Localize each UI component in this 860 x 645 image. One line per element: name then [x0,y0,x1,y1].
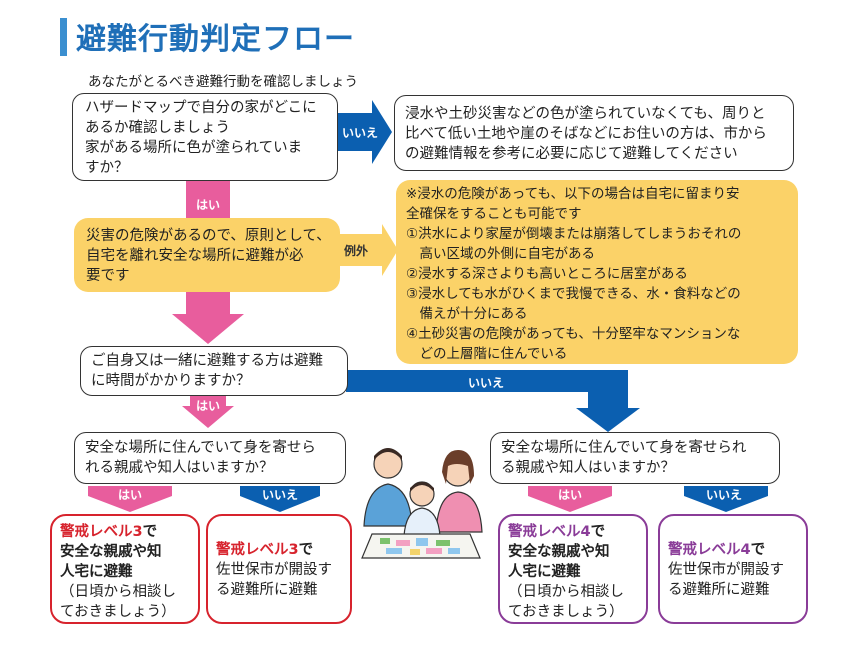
q2-yes-arrow [182,392,234,428]
left-yes-arrow [88,486,172,512]
title-accent-bar [60,18,67,56]
q3-left-relatives-box: 安全な場所に住んでいて身を寄せられる親戚や知人はいますか？ [74,432,346,484]
q1-yes-label: はい [186,197,230,213]
q3-right-relatives-box: 安全な場所に住んでいて身を寄せられる親戚や知人はいますか？ [490,432,780,484]
q2-time-needed-box: ご自身又は一緒に避難する方は避難に時間がかかりますか？ [80,346,348,396]
right-no-arrow [684,486,768,512]
left-no-label: いいえ [262,488,299,502]
q2-no-arrow [346,370,640,432]
result-level3-relatives: 警戒レベル3で 安全な親戚や知 人宅に避難 （日頃から相談し ておきましょう） [50,514,200,624]
q1-hazard-map-box: ハザードマップで自分の家がどこにあるか確認しましょう家がある場所に色が塗られてい… [72,93,338,181]
right-no-label: いいえ [706,488,743,502]
page-subtitle: あなたがとるべき避難行動を確認しましょう [88,74,358,90]
result-level4-relatives: 警戒レベル4で 安全な親戚や知 人宅に避難 （日頃から相談し ておきましょう） [498,514,648,624]
page-title: 避難行動判定フロー [76,22,355,57]
evac-down-arrow [172,292,244,344]
result-level3-shelter: 警戒レベル3で 佐世保市が開設す る避難所に避難 [206,514,352,624]
left-yes-label: はい [118,488,143,502]
family-hazard-map-illustration [361,448,483,559]
q1-no-result-box: 浸水や土砂災害などの色が塗られていなくても、周りと比べて低い土地や崖のそばなどに… [394,95,794,171]
q1-no-arrow [338,100,392,164]
exception-arrow [340,224,398,276]
left-no-arrow [240,486,320,512]
q1-no-label: いいえ [342,126,379,140]
right-yes-label: はい [558,488,583,502]
evacuation-required-box: 災害の危険があるので、原則として、自宅を離れ安全な場所に避難が必要です [74,218,340,292]
result-level4-shelter: 警戒レベル4で 佐世保市が開設す る避難所に避難 [658,514,808,624]
right-yes-arrow [528,486,612,512]
q2-yes-label: はい [195,399,220,413]
q2-no-label: いいえ [468,376,505,390]
exception-label: 例外 [344,244,369,258]
